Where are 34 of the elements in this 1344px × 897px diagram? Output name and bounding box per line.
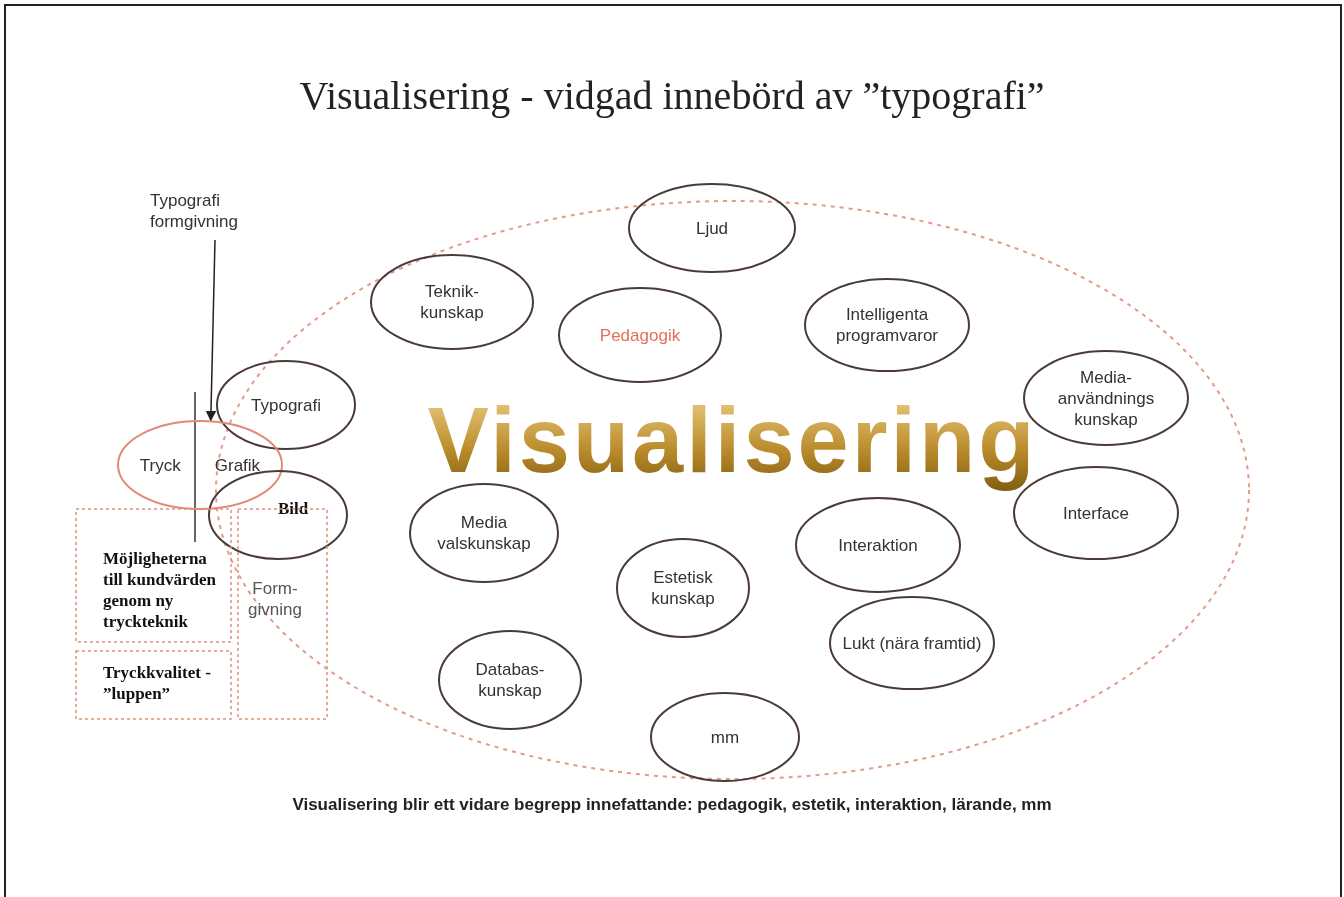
node-label: Bild	[278, 498, 309, 519]
topic-ellipse	[804, 278, 970, 372]
node-label: Form- givning	[247, 578, 303, 620]
dashed-box	[75, 650, 232, 720]
topic-ellipse	[558, 287, 722, 383]
topic-ellipse	[438, 630, 582, 730]
topic-ellipse	[370, 254, 534, 350]
dashed-box	[75, 508, 232, 643]
node-label: Lukt (nära framtid)	[842, 632, 982, 654]
node-label: Interaktion	[838, 534, 918, 556]
node-label: Grafik	[214, 454, 261, 476]
topic-ellipse	[616, 538, 750, 638]
topic-ellipse	[628, 183, 796, 273]
arrow	[205, 239, 217, 422]
node-label: Typografi	[251, 394, 321, 416]
node-label: Pedagogik	[599, 324, 681, 346]
node-label: Möjligheterna till kundvärden genom ny tryckteknik	[103, 548, 217, 632]
node-label: Interface	[1062, 502, 1130, 524]
node-label: mm	[710, 726, 740, 748]
topic-ellipse	[795, 497, 961, 593]
title: Visualisering - vidgad innebörd av ”typografi”	[298, 72, 1046, 119]
node-label: Media- användnings kunskap	[1056, 366, 1156, 430]
node-label: Intelligenta programvaror	[834, 304, 939, 346]
topic-ellipse	[829, 596, 995, 690]
node-label: Tryckkvalitet - ”luppen”	[103, 662, 212, 704]
node-label: Media valskunskap	[436, 512, 532, 554]
node-label: Tryck	[139, 454, 181, 476]
node-label: Teknik- kunskap	[419, 281, 485, 323]
annotation-text: Typografi formgivning	[150, 190, 290, 236]
node-label: Databas- kunskap	[474, 659, 546, 701]
node-label: Ljud	[695, 217, 729, 239]
topic-ellipse	[650, 692, 800, 782]
caption: Visualisering blir ett vidare begrepp innefattande: pedagogik, estetik, interaktion, lärande, mm	[291, 795, 1053, 815]
node-label: Estetisk kunskap	[650, 567, 716, 609]
